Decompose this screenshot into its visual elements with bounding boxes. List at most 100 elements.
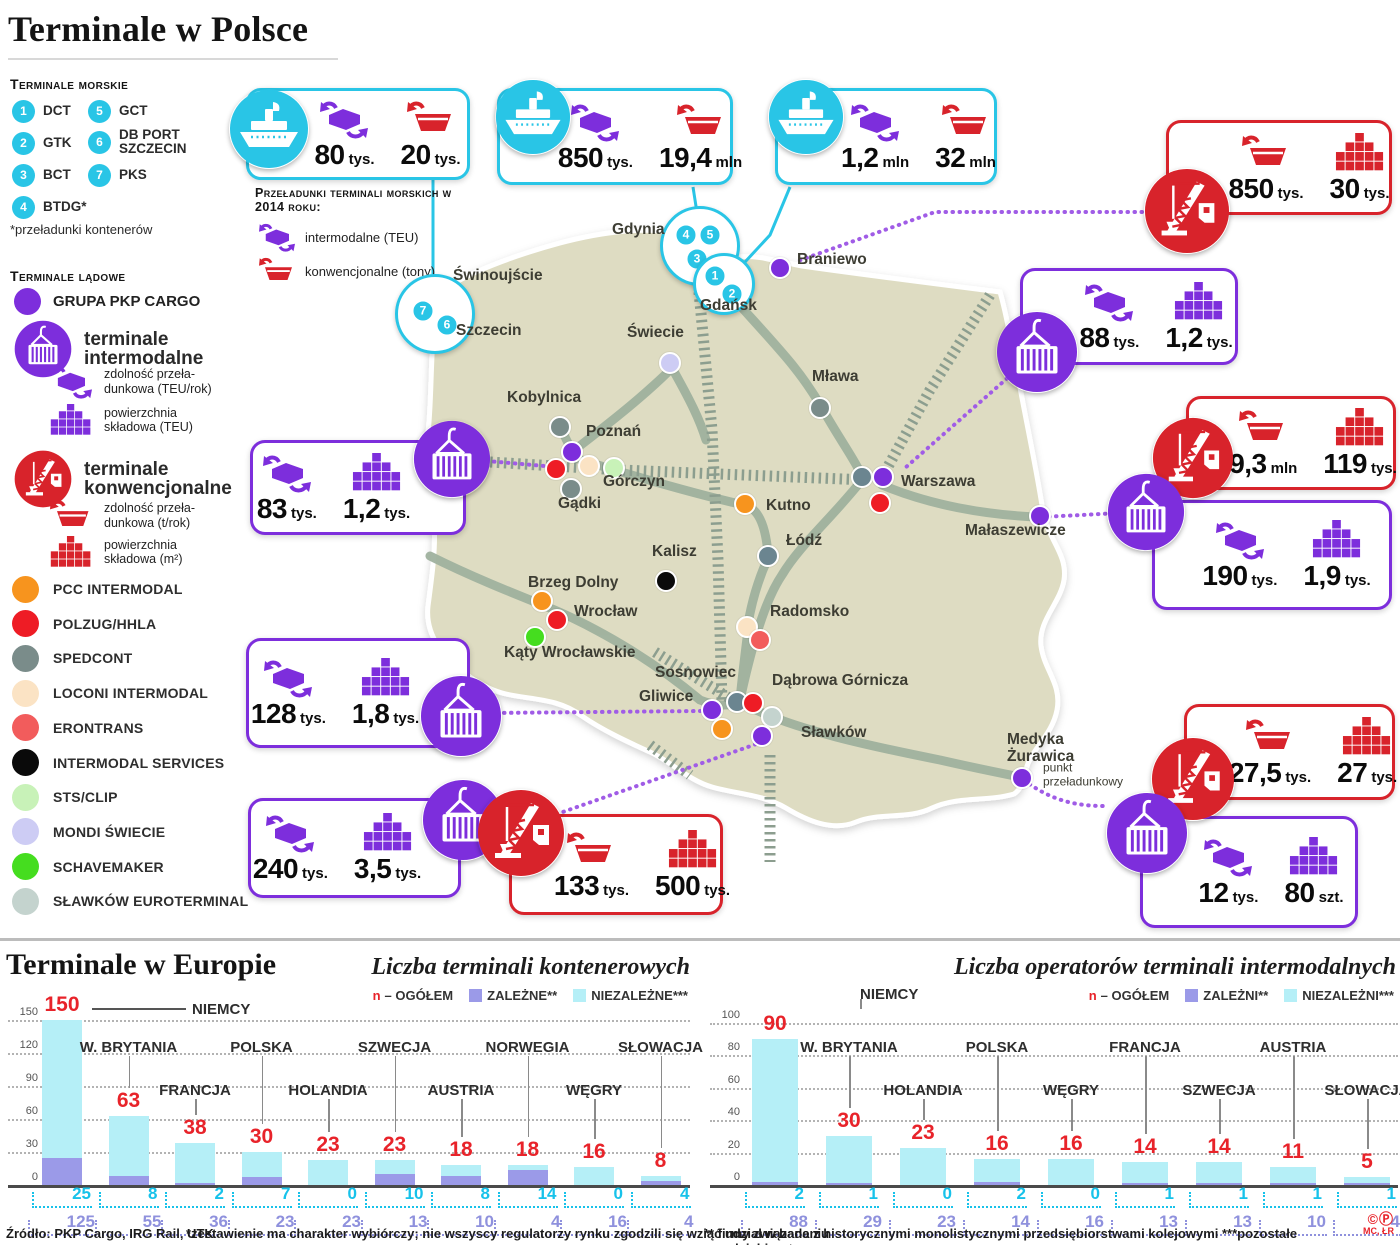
operator-color-dot [12, 679, 39, 707]
value-number: 119 [1323, 448, 1367, 479]
chart1-leader-norwegia [527, 1056, 529, 1138]
chart2-dependent-count-słowacja: 1 [1337, 1185, 1397, 1208]
wagon-conv-icon [259, 257, 292, 280]
operator-color-dot [12, 887, 39, 915]
value-number: 83 [256, 492, 288, 524]
container-circle-icon [996, 311, 1078, 393]
terminal-dot-dąbrowa-górnicza [742, 692, 764, 714]
chart1-bar-dependent-francja [175, 1182, 215, 1185]
chart2-total-węgry: 16 [1059, 1132, 1083, 1156]
city-label-medyka: Medyka [1007, 730, 1064, 748]
operator-name: SCHAVEMAKER [53, 858, 164, 875]
blocks-purple-icon [352, 452, 400, 490]
chart1-label-francja: FRANCJA [159, 1082, 231, 1099]
dependent-count: 2 [214, 1184, 224, 1203]
city-label-żurawica: Żurawica [1007, 747, 1075, 765]
terminal-dot-gliwice [711, 718, 733, 740]
terminal-name: GCT [119, 103, 148, 119]
dependent-count: 1 [1312, 1184, 1322, 1203]
terminal-dot-łódź [757, 545, 779, 567]
value-unit: tys. [348, 151, 375, 168]
chart2-leader-austria [1293, 1056, 1295, 1140]
throughput-legend-label: intermodalne (TEU) [305, 229, 419, 245]
operator-color-dot [12, 818, 39, 846]
capacity-teu-icon [50, 364, 92, 399]
dependent-count: 10 [404, 1184, 424, 1203]
chart1-total-norwegia: 18 [515, 1138, 540, 1162]
chart2-independent-count-w-brytania: 29 [815, 1213, 883, 1236]
author-initials: MC, ŁR [1363, 1226, 1394, 1237]
port-terminal-badge-7: 7 [411, 299, 435, 323]
operator-color-dot [12, 575, 39, 603]
value-unit: tys. [1344, 572, 1371, 589]
chart2-independent-count-niemcy: 88 [741, 1213, 809, 1236]
blocks-red-icon [1343, 717, 1391, 755]
independent-count: 16 [608, 1212, 627, 1231]
chart1-dependent-count-francja: 2 [165, 1185, 225, 1208]
value-number: 27,5 [1228, 757, 1282, 788]
chart1-ytick-90: 90 [25, 1072, 38, 1084]
chart1-independent-count-austria: 10 [427, 1213, 495, 1236]
blocks-purple-icon [50, 404, 91, 435]
chart2-label-słowacja: SŁOWACJA [1324, 1082, 1400, 1099]
wagon-intermodal-icon [1215, 522, 1264, 560]
chart2-ytick-0: 0 [733, 1171, 740, 1183]
chart1-independent-count-węgry: 16 [560, 1213, 628, 1236]
chart1-label-holandia: HOLANDIA [288, 1082, 368, 1099]
value-number: 1,2 [841, 141, 879, 173]
chart1-independent-count-w-brytania: 55 [94, 1213, 163, 1236]
chart1-ytick-30: 30 [25, 1138, 38, 1150]
blocks-purple-icon [363, 813, 411, 851]
value-unit: tys. [1363, 184, 1390, 202]
value-number: 32 [935, 141, 966, 173]
chart1-label-austria: AUSTRIA [427, 1082, 495, 1099]
operator-name: STS/CLIP [53, 789, 118, 806]
value-unit: tys. [1371, 769, 1398, 786]
terminal-dot-kąty-wrocławskie [524, 626, 546, 648]
value-number: 240 [252, 853, 299, 884]
container-crane-icon [14, 320, 72, 378]
chart2-gridline-100 [710, 1023, 1398, 1025]
value-number: 850 [557, 141, 604, 173]
chart1-dependent-count-niemcy: 25 [32, 1185, 92, 1208]
terminal-name: GTK [43, 135, 72, 151]
capacity-t-label: zdolność przeła- dunkowa (t/rok) [104, 501, 196, 530]
chart1-label-w-brytania: W. BRYTANIA [79, 1039, 178, 1056]
wagon-conv-icon [941, 104, 986, 134]
license-icons: ©Ⓟ [1367, 1211, 1394, 1227]
chart1-independent-count-polska: 23 [227, 1213, 296, 1236]
chart2-bar-independent-niemcy [752, 1039, 798, 1182]
chart1-dependent-count-szwecja: 10 [364, 1185, 425, 1208]
chart1-bar-independent-francja [175, 1143, 215, 1183]
port-terminal-badge-4: 4 [674, 223, 698, 247]
area-teu-label: powierzchnia składowa (TEU) [104, 405, 193, 435]
value-number: 3,5 [353, 853, 392, 884]
container-crane-icon [420, 675, 502, 757]
blocks-red-icon [668, 829, 716, 867]
blocks-red-icon [1335, 132, 1383, 170]
dependent-count: 7 [281, 1184, 291, 1203]
chart2-dependent-count-węgry: 0 [1041, 1185, 1101, 1208]
operator-loconi-intermodal: LOCONI INTERMODAL [12, 679, 208, 707]
chart2-bar-independent-w-brytania [826, 1136, 872, 1184]
crane-circle-icon [1144, 168, 1230, 254]
ship-icon [495, 79, 571, 155]
terminal-dot-warszawa [872, 466, 894, 488]
chart2-bar-dependent-w-brytania [826, 1183, 872, 1186]
chart2-bar-independent-szwecja [1196, 1162, 1242, 1184]
